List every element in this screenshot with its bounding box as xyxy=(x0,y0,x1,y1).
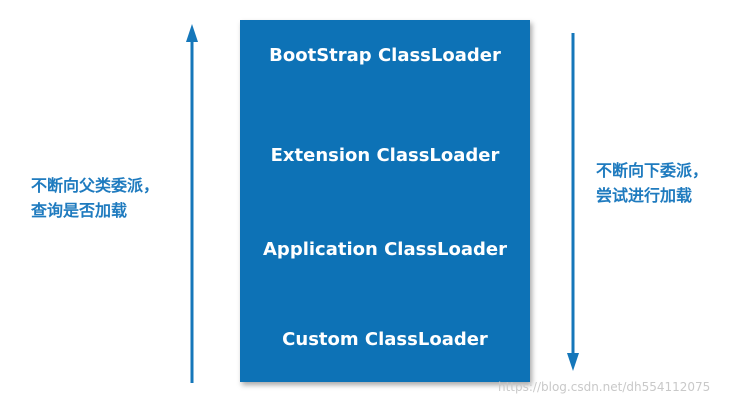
down-arrow-icon xyxy=(567,33,579,371)
bootstrap-classloader-label: BootStrap ClassLoader xyxy=(269,45,501,66)
delegate-up-note: 不断向父类委派， 查询是否加载 xyxy=(31,173,159,223)
source-watermark: https://blog.csdn.net/dh554112075 xyxy=(498,380,711,394)
delegate-down-note-line-1: 不断向下委派， xyxy=(596,161,709,180)
extension-classloader-label: Extension ClassLoader xyxy=(270,145,500,166)
custom-classloader-label: Custom ClassLoader xyxy=(282,329,488,350)
delegate-up-note-line-1: 不断向父类委派， xyxy=(31,176,160,195)
delegate-down-note: 不断向下委派， 尝试进行加载 xyxy=(596,158,708,208)
delegate-down-note-line-2: 尝试进行加载 xyxy=(596,186,693,205)
up-arrow-icon xyxy=(186,24,198,383)
application-classloader-label: Application ClassLoader xyxy=(263,239,507,260)
delegate-up-note-line-2: 查询是否加载 xyxy=(31,201,128,220)
classloader-stack: BootStrap ClassLoader Extension ClassLoa… xyxy=(240,20,530,382)
